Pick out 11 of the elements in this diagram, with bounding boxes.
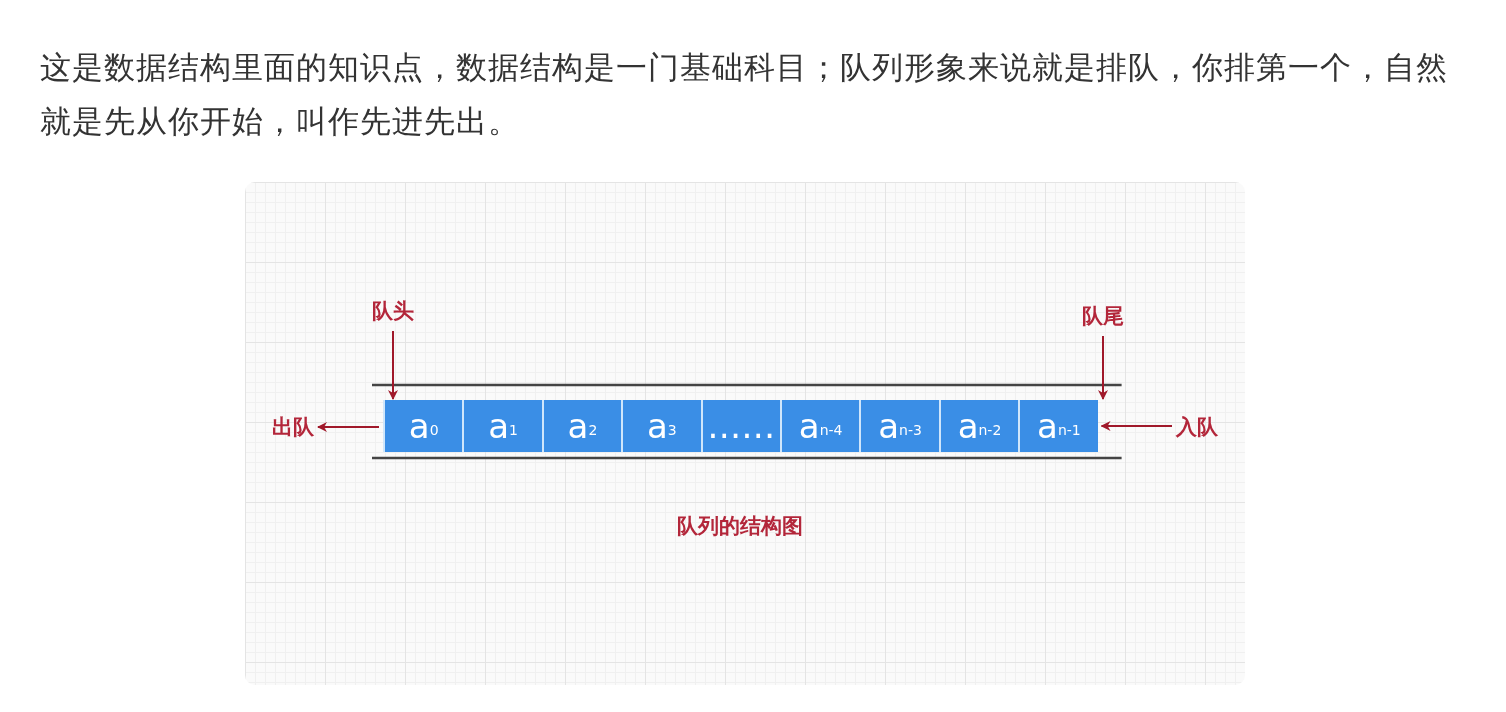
- caption: 队列的结构图: [677, 513, 803, 540]
- arrow: [1100, 421, 1173, 431]
- intro-paragraph: 这是数据结构里面的知识点，数据结构是一门基础科目；队列形象来说就是排队，你排第一个，自然就是先从你开始，叫作先进先出。: [40, 48, 1449, 141]
- label-text: 队头: [372, 297, 414, 325]
- arrow: [388, 330, 398, 400]
- label-text: 出队: [272, 413, 314, 441]
- arrow: [317, 422, 380, 432]
- label-text: 入队: [1176, 413, 1218, 441]
- queue-cell: ……: [700, 400, 780, 452]
- arrow: [1098, 335, 1108, 400]
- label-text: 队尾: [1082, 302, 1124, 330]
